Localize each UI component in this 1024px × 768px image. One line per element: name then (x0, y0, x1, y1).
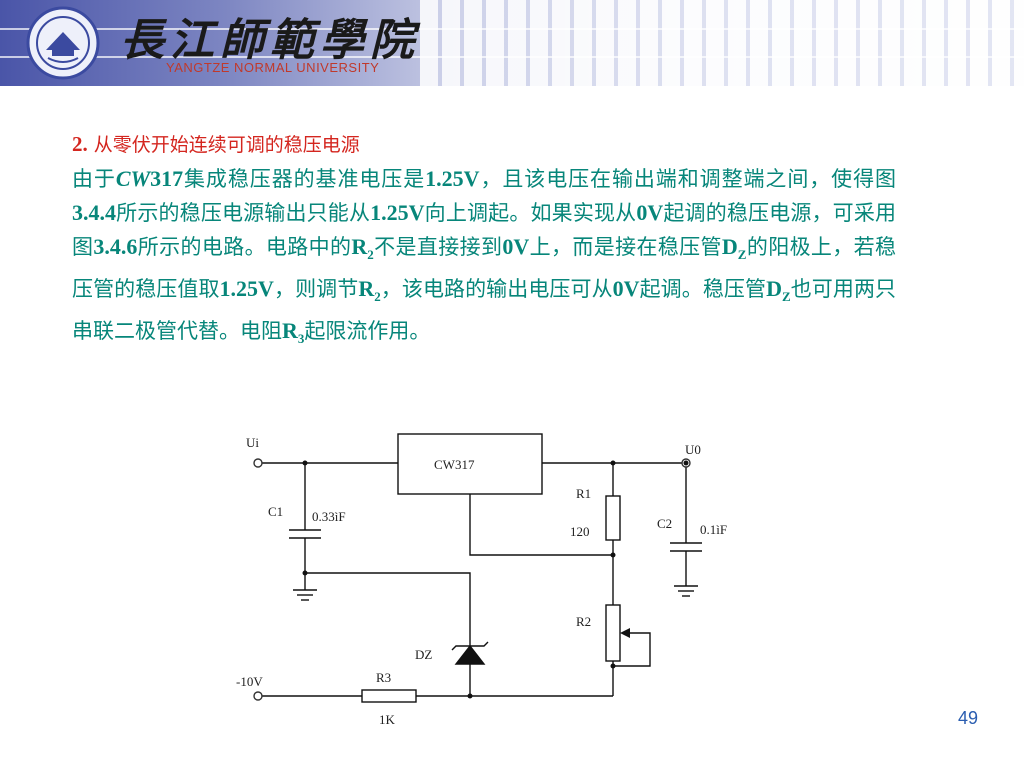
body-text: ，且该电压在输出端和调整端之间，使得图 (479, 167, 897, 191)
body-text: 向上调起。如果实现从 (424, 201, 637, 225)
emphasized-text: R (282, 318, 298, 344)
body-text: 不是直接接到 (373, 235, 503, 259)
c1-value-label: 0.33ìF (312, 509, 346, 524)
body-text: 集成稳压器的基准电压是 (183, 167, 426, 191)
emphasized-text: 317 (150, 166, 184, 191)
subscript: Z (781, 289, 791, 305)
page-number: 49 (957, 708, 978, 728)
body-text: 上，而是接在稳压管 (529, 235, 722, 259)
r1-value-label: 120 (570, 524, 590, 539)
c2-label: C2 (657, 516, 672, 531)
subscript: 3 (297, 331, 305, 347)
emphasized-text: R (351, 234, 368, 259)
r1-label: R1 (576, 486, 591, 501)
r3-value-label: 1K (379, 712, 396, 727)
emphasized-text: R (358, 276, 375, 302)
slide-header-banner: 長江師範學院 YANGTZE NORMAL UNIVERSITY (0, 0, 1024, 86)
section-number: 2. (72, 132, 88, 156)
r2-label: R2 (576, 614, 591, 629)
c2-value-label: 0.1ìF (700, 522, 727, 537)
output-terminal-label: U0 (685, 442, 701, 457)
section-title: 从零伏开始连续可调的稳压电源 (93, 134, 360, 156)
emphasized-text: 0V (612, 276, 640, 302)
c1-label: C1 (268, 504, 283, 519)
body-text: 起限流作用。 (304, 319, 431, 344)
subscript: Z (737, 247, 747, 263)
emphasized-text: 3.4.6 (93, 234, 138, 259)
subscript: 2 (367, 247, 374, 263)
school-name-english: YANGTZE NORMAL UNIVERSITY (166, 60, 380, 75)
zener-label: DZ (415, 647, 432, 662)
emphasized-text: D (721, 234, 738, 259)
body-paragraph: 由于CW317集成稳压器的基准电压是1.25V，且该电压在输出端和调整端之间，使… (72, 162, 896, 357)
university-seal-icon (26, 6, 100, 80)
body-text: 由于 (72, 167, 116, 191)
subscript: 2 (374, 289, 381, 305)
emphasized-text: 0V (502, 234, 530, 259)
header-stripes (420, 0, 1024, 86)
emphasized-text: 1.25V (370, 200, 425, 225)
header-rule (0, 28, 1024, 30)
emphasized-text: 3.4.4 (72, 200, 116, 225)
emphasized-text: D (766, 276, 782, 302)
r3-label: R3 (376, 670, 391, 685)
negative-supply-label: -10V (236, 674, 263, 689)
body-text: 的阳极上，若稳压管的稳压值取 (72, 235, 897, 302)
circuit-diagram: Ui U0 CW317 C1 0.33ìF R1 120 C2 0.1ìF R2… (236, 433, 727, 727)
emphasized-text: 1.25V (219, 276, 274, 302)
regulator-label: CW317 (434, 457, 475, 472)
school-name-chinese: 長江師範學院 (120, 15, 420, 66)
body-text: ，该电路的输出电压可从 (380, 277, 613, 302)
body-text: 所示的电路。电路中的 (137, 235, 352, 259)
body-text: 也可用两只串联二极管代替。电阻 (72, 277, 897, 344)
header-rule (0, 56, 1024, 58)
section-heading: 2. 从零伏开始连续可调的稳压电源 (72, 130, 360, 157)
emphasized-text: CW (115, 166, 151, 191)
body-text: 起调。稳压管 (639, 277, 767, 302)
emphasized-text: 1.25V (425, 166, 480, 191)
emphasized-text: 0V (636, 200, 664, 225)
input-terminal-label: Ui (246, 435, 259, 450)
body-text: ，则调节 (273, 277, 359, 302)
body-text: 所示的稳压电源输出只能从 (116, 201, 371, 225)
body-text: 起调的稳压电源，可采用图 (72, 201, 896, 259)
